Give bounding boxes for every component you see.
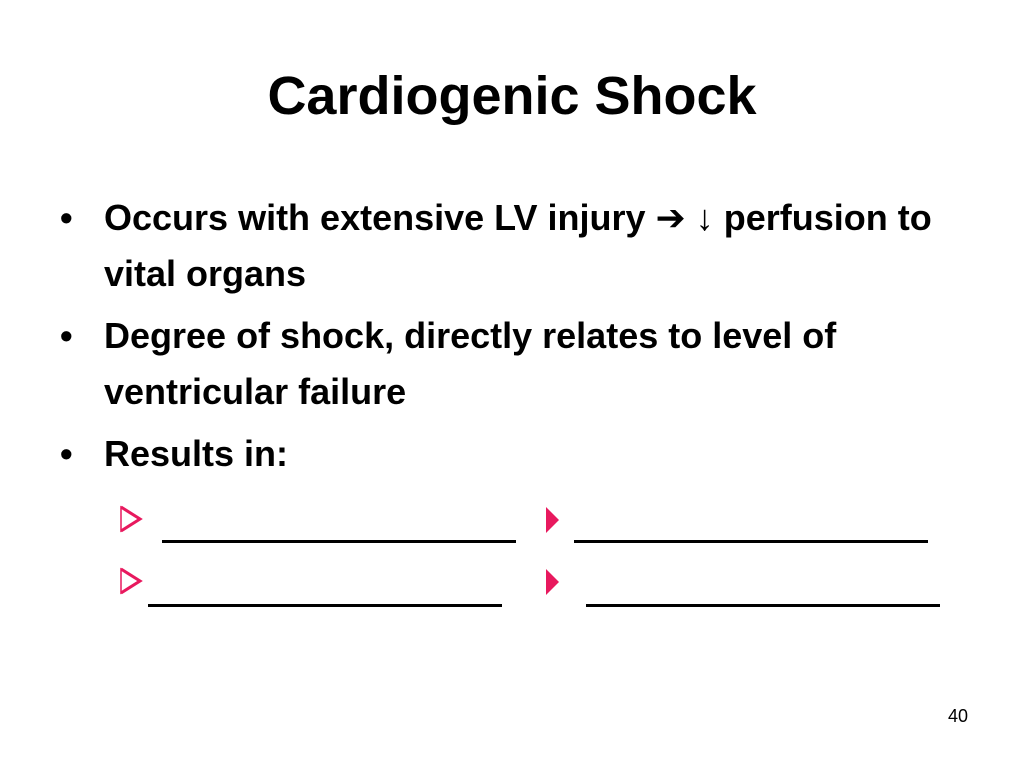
bullet-item: • Results in: [56, 426, 936, 482]
answer-blank[interactable] [586, 576, 940, 607]
answer-blank[interactable] [574, 512, 928, 543]
bullet-text: Occurs with extensive LV injury ➔ ↓ perf… [104, 190, 936, 302]
bullet-item: • Degree of shock, directly relates to l… [56, 308, 936, 420]
triangle-arrow-icon [546, 569, 559, 595]
right-arrow-icon: ➔ [655, 197, 686, 238]
answer-text [586, 576, 940, 607]
page-number: 40 [947, 706, 968, 726]
slide-title: Cardiogenic Shock [267, 66, 757, 126]
bullet-list: • Occurs with extensive LV injury ➔ ↓ pe… [56, 190, 936, 488]
bullet-dot: • [60, 433, 73, 474]
answer-text [162, 512, 516, 543]
down-arrow-icon: ↓ [695, 197, 714, 238]
bullet-text-after: perfusion to vital organs [104, 197, 932, 294]
bullet-text: Results in: [104, 433, 289, 474]
answer-text [574, 512, 928, 543]
answer-text [148, 576, 502, 607]
bullet-text: Degree of shock, directly relates to lev… [104, 315, 837, 412]
bullet-item: • Occurs with extensive LV injury ➔ ↓ pe… [56, 190, 936, 302]
chevron-arrow-icon [118, 504, 144, 539]
answer-blank[interactable] [162, 512, 516, 543]
chevron-arrow-icon [118, 566, 144, 601]
bullet-text-before: Occurs with extensive LV injury [104, 197, 646, 238]
bullet-dot: • [60, 315, 73, 356]
answer-blank[interactable] [148, 576, 502, 607]
triangle-arrow-icon [546, 507, 559, 533]
bullet-dot: • [60, 197, 73, 238]
